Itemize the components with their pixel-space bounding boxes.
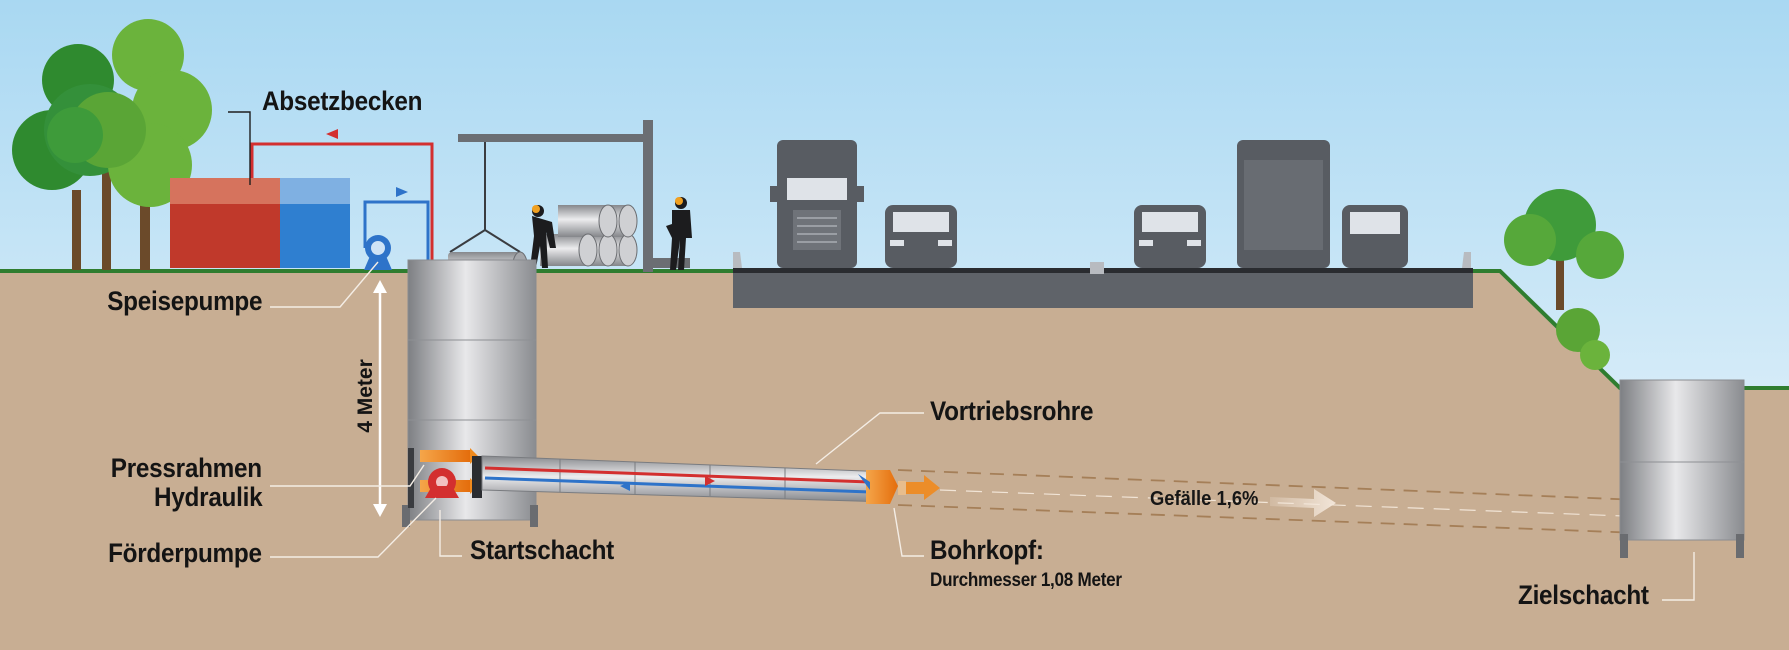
label-startschacht: Startschacht xyxy=(470,535,614,565)
leader-lines xyxy=(228,111,1695,601)
depth-dimension xyxy=(373,280,387,517)
road xyxy=(733,252,1473,308)
trees-right xyxy=(1504,189,1624,370)
label-durchmesser: Durchmesser 1,08 Meter xyxy=(930,570,1122,591)
label-bohrkopf: Bohrkopf: xyxy=(930,535,1044,565)
jacking-pipe-string xyxy=(481,455,891,503)
target-shaft-structure xyxy=(1619,379,1745,558)
feed-pump xyxy=(364,235,392,270)
label-gefaelle: Gefälle 1,6% xyxy=(1150,488,1259,510)
planned-route xyxy=(897,469,1651,534)
label-vortriebsrohre: Vortriebsrohre xyxy=(930,396,1094,426)
label-hydraulik: Hydraulik xyxy=(153,482,263,512)
jacking-frame xyxy=(420,448,482,498)
blue-arrow-top xyxy=(382,187,408,197)
settling-basin xyxy=(170,178,350,268)
pipe-stack xyxy=(540,204,638,267)
label-zielschacht: Zielschacht xyxy=(1518,580,1649,610)
drill-head xyxy=(858,470,940,504)
label-absetzbecken: Absetzbecken xyxy=(262,86,423,116)
label-foerderpumpe: Förderpumpe xyxy=(108,538,262,568)
label-speisepumpe: Speisepumpe xyxy=(106,286,262,316)
label-pressrahmen: Pressrahmen xyxy=(110,453,262,483)
label-depth: 4 Meter xyxy=(354,359,377,433)
vehicles xyxy=(770,140,1408,268)
red-arrow-top xyxy=(326,129,352,139)
